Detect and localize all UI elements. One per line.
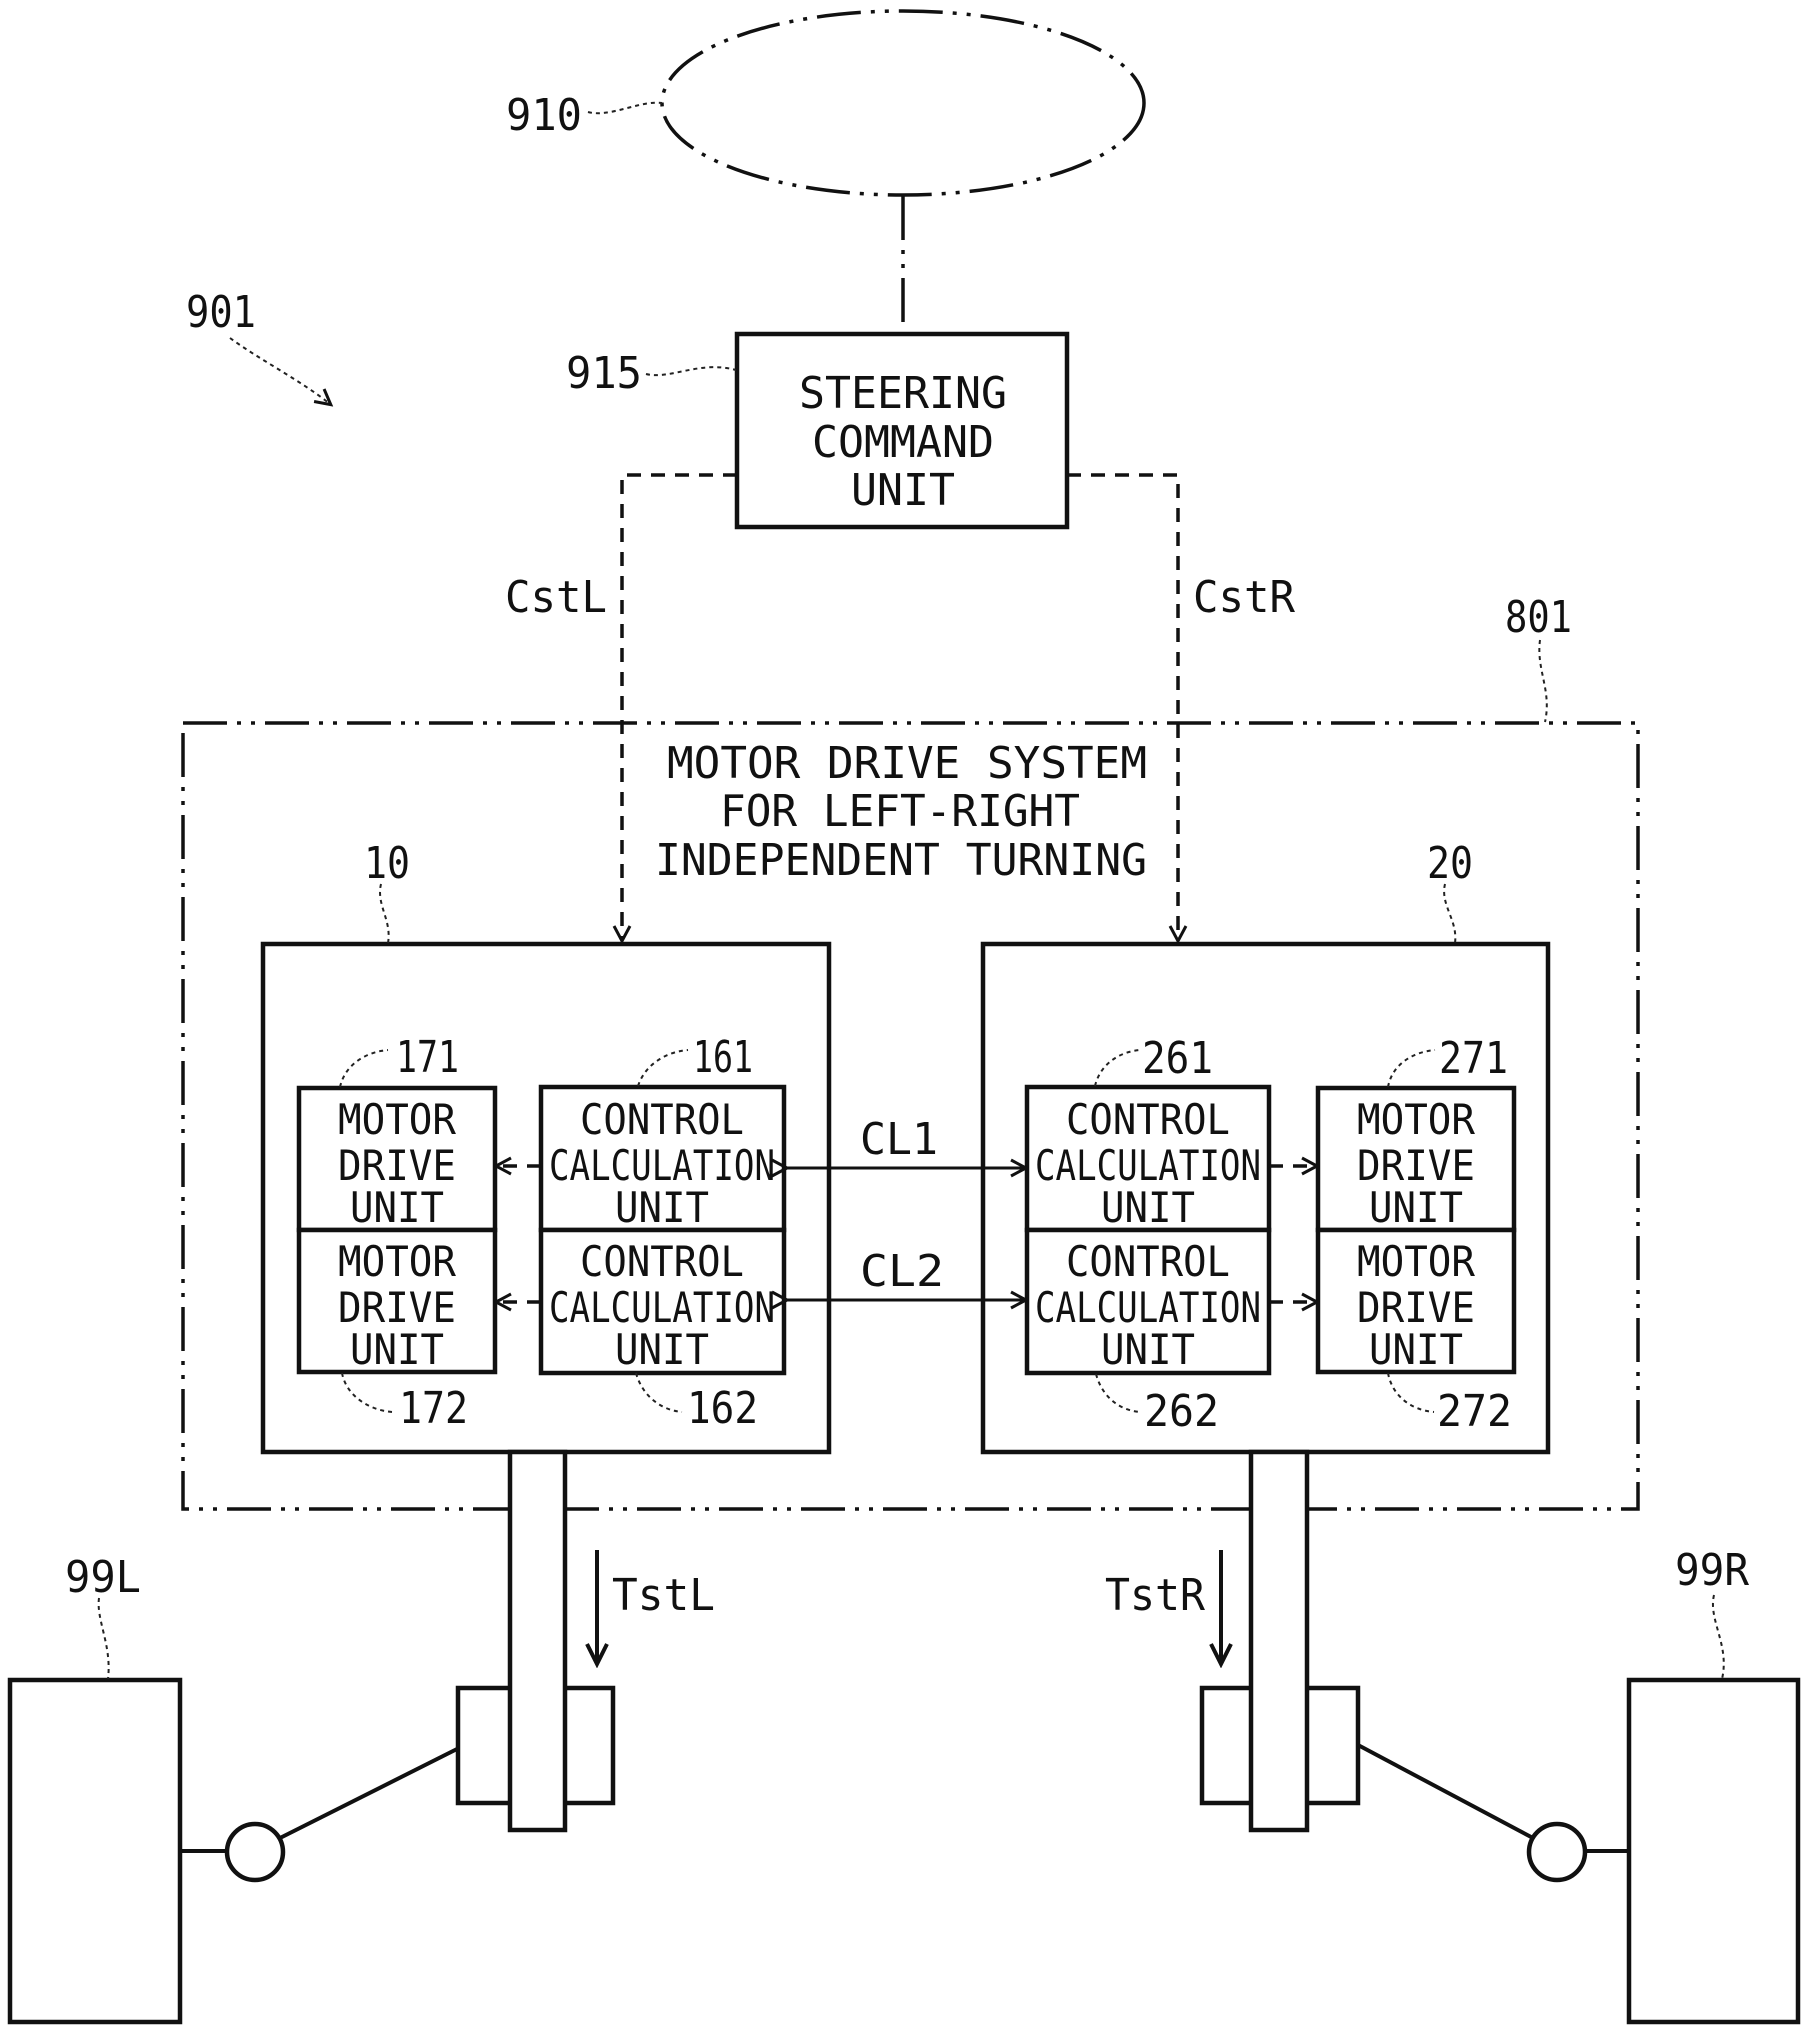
motor-drive-unit-272-box <box>1315 1227 1517 1375</box>
right-ecu-ref-label: 20 <box>1427 838 1473 889</box>
steering-command-unit-box <box>734 331 1070 530</box>
cl1-label: CL1 <box>860 1114 938 1165</box>
left-wheel-ref-label: 99L <box>65 1552 141 1603</box>
motor-drive-system-boundary <box>181 721 1640 1511</box>
cstr-label: CstR <box>1193 572 1295 623</box>
left-wheel-leader <box>97 1597 110 1680</box>
steering-command-unit: STEERING COMMAND UNIT <box>734 331 1070 530</box>
steering-command-ref-label: 915 <box>566 348 642 399</box>
system-ref-arrow <box>229 337 330 404</box>
motor-drive-unit-171-line-2: DRIVE <box>338 1141 456 1190</box>
control-unit-262-leader <box>1095 1373 1141 1413</box>
control-unit-162-line-2: CALCULATION <box>549 1283 775 1332</box>
motor-drive-unit-172-line-1: MOTOR <box>338 1237 457 1286</box>
control-unit-162-line-3: UNIT <box>615 1325 709 1374</box>
left-steering-shaft <box>507 1449 568 1833</box>
right-ecu-leader <box>1443 883 1457 944</box>
steering-wheel-ellipse <box>660 9 1146 197</box>
motor-drive-unit-172-line-3: UNIT <box>350 1325 444 1374</box>
control-unit-261-line-1: CONTROL <box>1066 1095 1230 1144</box>
steering-wheel-leader <box>587 101 663 115</box>
control-unit-161-box <box>538 1084 787 1233</box>
motor-drive-unit-272-line-2: DRIVE <box>1357 1283 1475 1332</box>
tstl-label: TstL <box>612 1570 715 1621</box>
motor-drive-unit-172-line-2: DRIVE <box>338 1283 456 1332</box>
motor-drive-system-ref-label: 801 <box>1505 592 1572 643</box>
motor-drive-unit-272-ref: 272 <box>1437 1386 1512 1437</box>
motor-drive-unit-272: MOTOR DRIVE UNIT <box>1315 1227 1517 1375</box>
control-unit-161-ref: 161 <box>693 1032 753 1083</box>
right-wheel-ref-label: 99R <box>1675 1545 1749 1596</box>
motor-drive-unit-272-line-3: UNIT <box>1369 1325 1463 1374</box>
control-unit-261-box <box>1024 1084 1272 1233</box>
control-unit-262: CONTROL CALCULATION UNIT <box>1024 1227 1272 1376</box>
steering-command-line-1: STEERING <box>799 368 1007 419</box>
control-unit-261: CONTROL CALCULATION UNIT <box>1024 1084 1272 1233</box>
control-unit-162-line-1: CONTROL <box>580 1237 744 1286</box>
left-ecu-leader <box>379 883 390 944</box>
steering-command-leader <box>645 366 737 377</box>
system-ref-label: 901 <box>186 287 256 338</box>
steering-wheel-ref-label: 910 <box>506 90 582 141</box>
motor-drive-unit-271-leader <box>1387 1049 1436 1088</box>
control-unit-262-line-3: UNIT <box>1101 1325 1195 1374</box>
motor-drive-system-title-1: MOTOR DRIVE SYSTEM <box>667 738 1147 789</box>
motor-drive-unit-271-line-1: MOTOR <box>1357 1095 1476 1144</box>
right-wheel <box>1626 1677 1801 2025</box>
control-unit-161-line-1: CONTROL <box>580 1095 744 1144</box>
control-unit-262-line-2: CALCULATION <box>1035 1283 1261 1332</box>
left-knuckle-joint <box>224 1821 286 1883</box>
tstr-label: TstR <box>1105 1570 1205 1621</box>
cstl-label: CstL <box>505 572 607 623</box>
right-tie-rod <box>1357 1743 1534 1840</box>
steering-command-line-2: COMMAND <box>812 417 994 468</box>
control-unit-262-ref: 262 <box>1144 1386 1219 1437</box>
motor-drive-unit-171-line-3: UNIT <box>350 1183 444 1232</box>
steering-command-line-3: UNIT <box>851 465 955 516</box>
motor-drive-unit-271-line-2: DRIVE <box>1357 1141 1475 1190</box>
control-unit-161-line-3: UNIT <box>615 1183 709 1232</box>
motor-drive-system-leader <box>1538 639 1548 723</box>
motor-drive-unit-171-leader <box>339 1049 389 1088</box>
right-wheel-leader <box>1711 1594 1725 1680</box>
motor-drive-unit-271-ref: 271 <box>1439 1033 1508 1084</box>
control-unit-161-leader <box>637 1049 689 1087</box>
control-unit-261-line-3: UNIT <box>1101 1183 1195 1232</box>
motor-drive-unit-271: MOTOR DRIVE UNIT <box>1315 1085 1517 1233</box>
control-unit-162: CONTROL CALCULATION UNIT <box>538 1227 787 1376</box>
motor-drive-unit-171-line-1: MOTOR <box>338 1095 457 1144</box>
right-knuckle-joint <box>1526 1821 1588 1883</box>
control-unit-261-line-2: CALCULATION <box>1035 1141 1261 1190</box>
left-ecu-ref-label: 10 <box>364 838 410 889</box>
motor-drive-unit-172-box <box>296 1227 498 1375</box>
control-unit-261-ref: 261 <box>1142 1033 1213 1084</box>
motor-drive-unit-172-leader <box>341 1372 393 1413</box>
control-unit-161: CONTROL CALCULATION UNIT <box>538 1084 787 1233</box>
cstr-signal-line <box>1067 473 1178 940</box>
motor-drive-unit-171-box <box>296 1085 498 1233</box>
left-tie-rod <box>279 1746 460 1840</box>
control-unit-162-leader <box>635 1372 683 1413</box>
control-unit-262-box <box>1024 1227 1272 1376</box>
motor-drive-unit-171-ref: 171 <box>396 1032 459 1083</box>
motor-drive-unit-271-box <box>1315 1085 1517 1233</box>
motor-drive-unit-271-line-3: UNIT <box>1369 1183 1463 1232</box>
control-unit-262-line-1: CONTROL <box>1066 1237 1230 1286</box>
left-wheel <box>7 1677 183 2025</box>
cl2-label: CL2 <box>860 1246 944 1297</box>
motor-drive-unit-272-leader <box>1387 1372 1435 1413</box>
motor-drive-unit-272-line-1: MOTOR <box>1357 1237 1476 1286</box>
motor-drive-unit-172: MOTOR DRIVE UNIT <box>296 1227 498 1375</box>
motor-drive-system-title-2: FOR LEFT-RIGHT <box>720 786 1080 837</box>
right-steering-shaft <box>1248 1449 1310 1833</box>
motor-drive-system-title-3: INDEPENDENT TURNING <box>655 835 1147 886</box>
motor-drive-unit-172-ref: 172 <box>399 1383 468 1434</box>
control-unit-161-line-2: CALCULATION <box>549 1141 775 1190</box>
control-unit-162-ref: 162 <box>687 1383 758 1434</box>
motor-drive-unit-171: MOTOR DRIVE UNIT <box>296 1085 498 1233</box>
